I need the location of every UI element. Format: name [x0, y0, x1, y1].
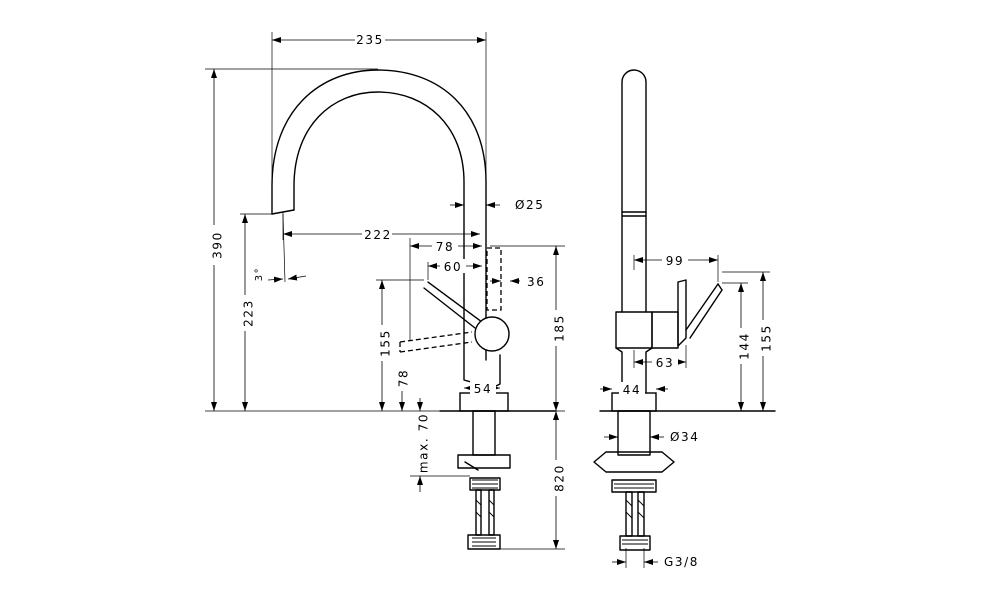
- side-nut: [593, 451, 675, 473]
- dim-235-text: 235: [356, 33, 384, 47]
- dim-d25: Ø25: [515, 198, 545, 212]
- dim-g38: G3/8: [664, 555, 699, 569]
- threaded-rods: [472, 479, 498, 536]
- shank: [472, 410, 496, 456]
- spout-inner: [293, 91, 465, 301]
- lever-handle: [427, 281, 483, 323]
- dim-155-side: 155: [760, 324, 774, 352]
- side-spout: [621, 69, 647, 313]
- side-view: [593, 69, 776, 551]
- dim-78-top: 78: [436, 240, 454, 254]
- dim-155: 155: [379, 329, 393, 357]
- dim-390: 390: [211, 231, 225, 259]
- dim-54: 54: [474, 382, 492, 396]
- cartridge-hidden: [486, 247, 502, 311]
- dim-44: 44: [623, 383, 641, 397]
- dim-d34: Ø34: [670, 430, 700, 444]
- front-view: [271, 69, 556, 550]
- dim-144: 144: [738, 332, 752, 360]
- side-shank: [617, 410, 651, 456]
- side-lever-mount: [651, 311, 679, 349]
- dim-185: 185: [553, 314, 567, 342]
- lever-hub: [474, 316, 510, 352]
- front-view-dimensions: [205, 32, 565, 550]
- side-threaded-rods: [611, 479, 657, 537]
- side-hose-connectors: [619, 535, 651, 551]
- dim-78-low: 78: [397, 369, 411, 387]
- dim-99: 99: [666, 254, 684, 268]
- dim-222: 222: [364, 228, 392, 242]
- dim-60: 60: [444, 260, 462, 274]
- dim-36: 36: [527, 275, 545, 289]
- dim-223: 223: [242, 299, 256, 327]
- dim-820: 820: [553, 464, 567, 492]
- front-view-labels: 235 Ø25 222 78 60 36 3° 390 223 155 78 1…: [207, 32, 567, 496]
- dim-63: 63: [656, 356, 674, 370]
- hose-connectors: [467, 534, 501, 550]
- side-lever: [677, 279, 687, 347]
- side-body: [615, 311, 653, 349]
- spout-outline: [271, 69, 487, 301]
- dim-3deg: 3°: [254, 267, 265, 282]
- mounting-nut: [457, 454, 511, 469]
- lever-handle-alt: [399, 331, 473, 343]
- dim-max70: max. 70: [417, 413, 431, 473]
- side-view-labels: 99 144 155 63 44 Ø34 G3/8: [619, 253, 774, 569]
